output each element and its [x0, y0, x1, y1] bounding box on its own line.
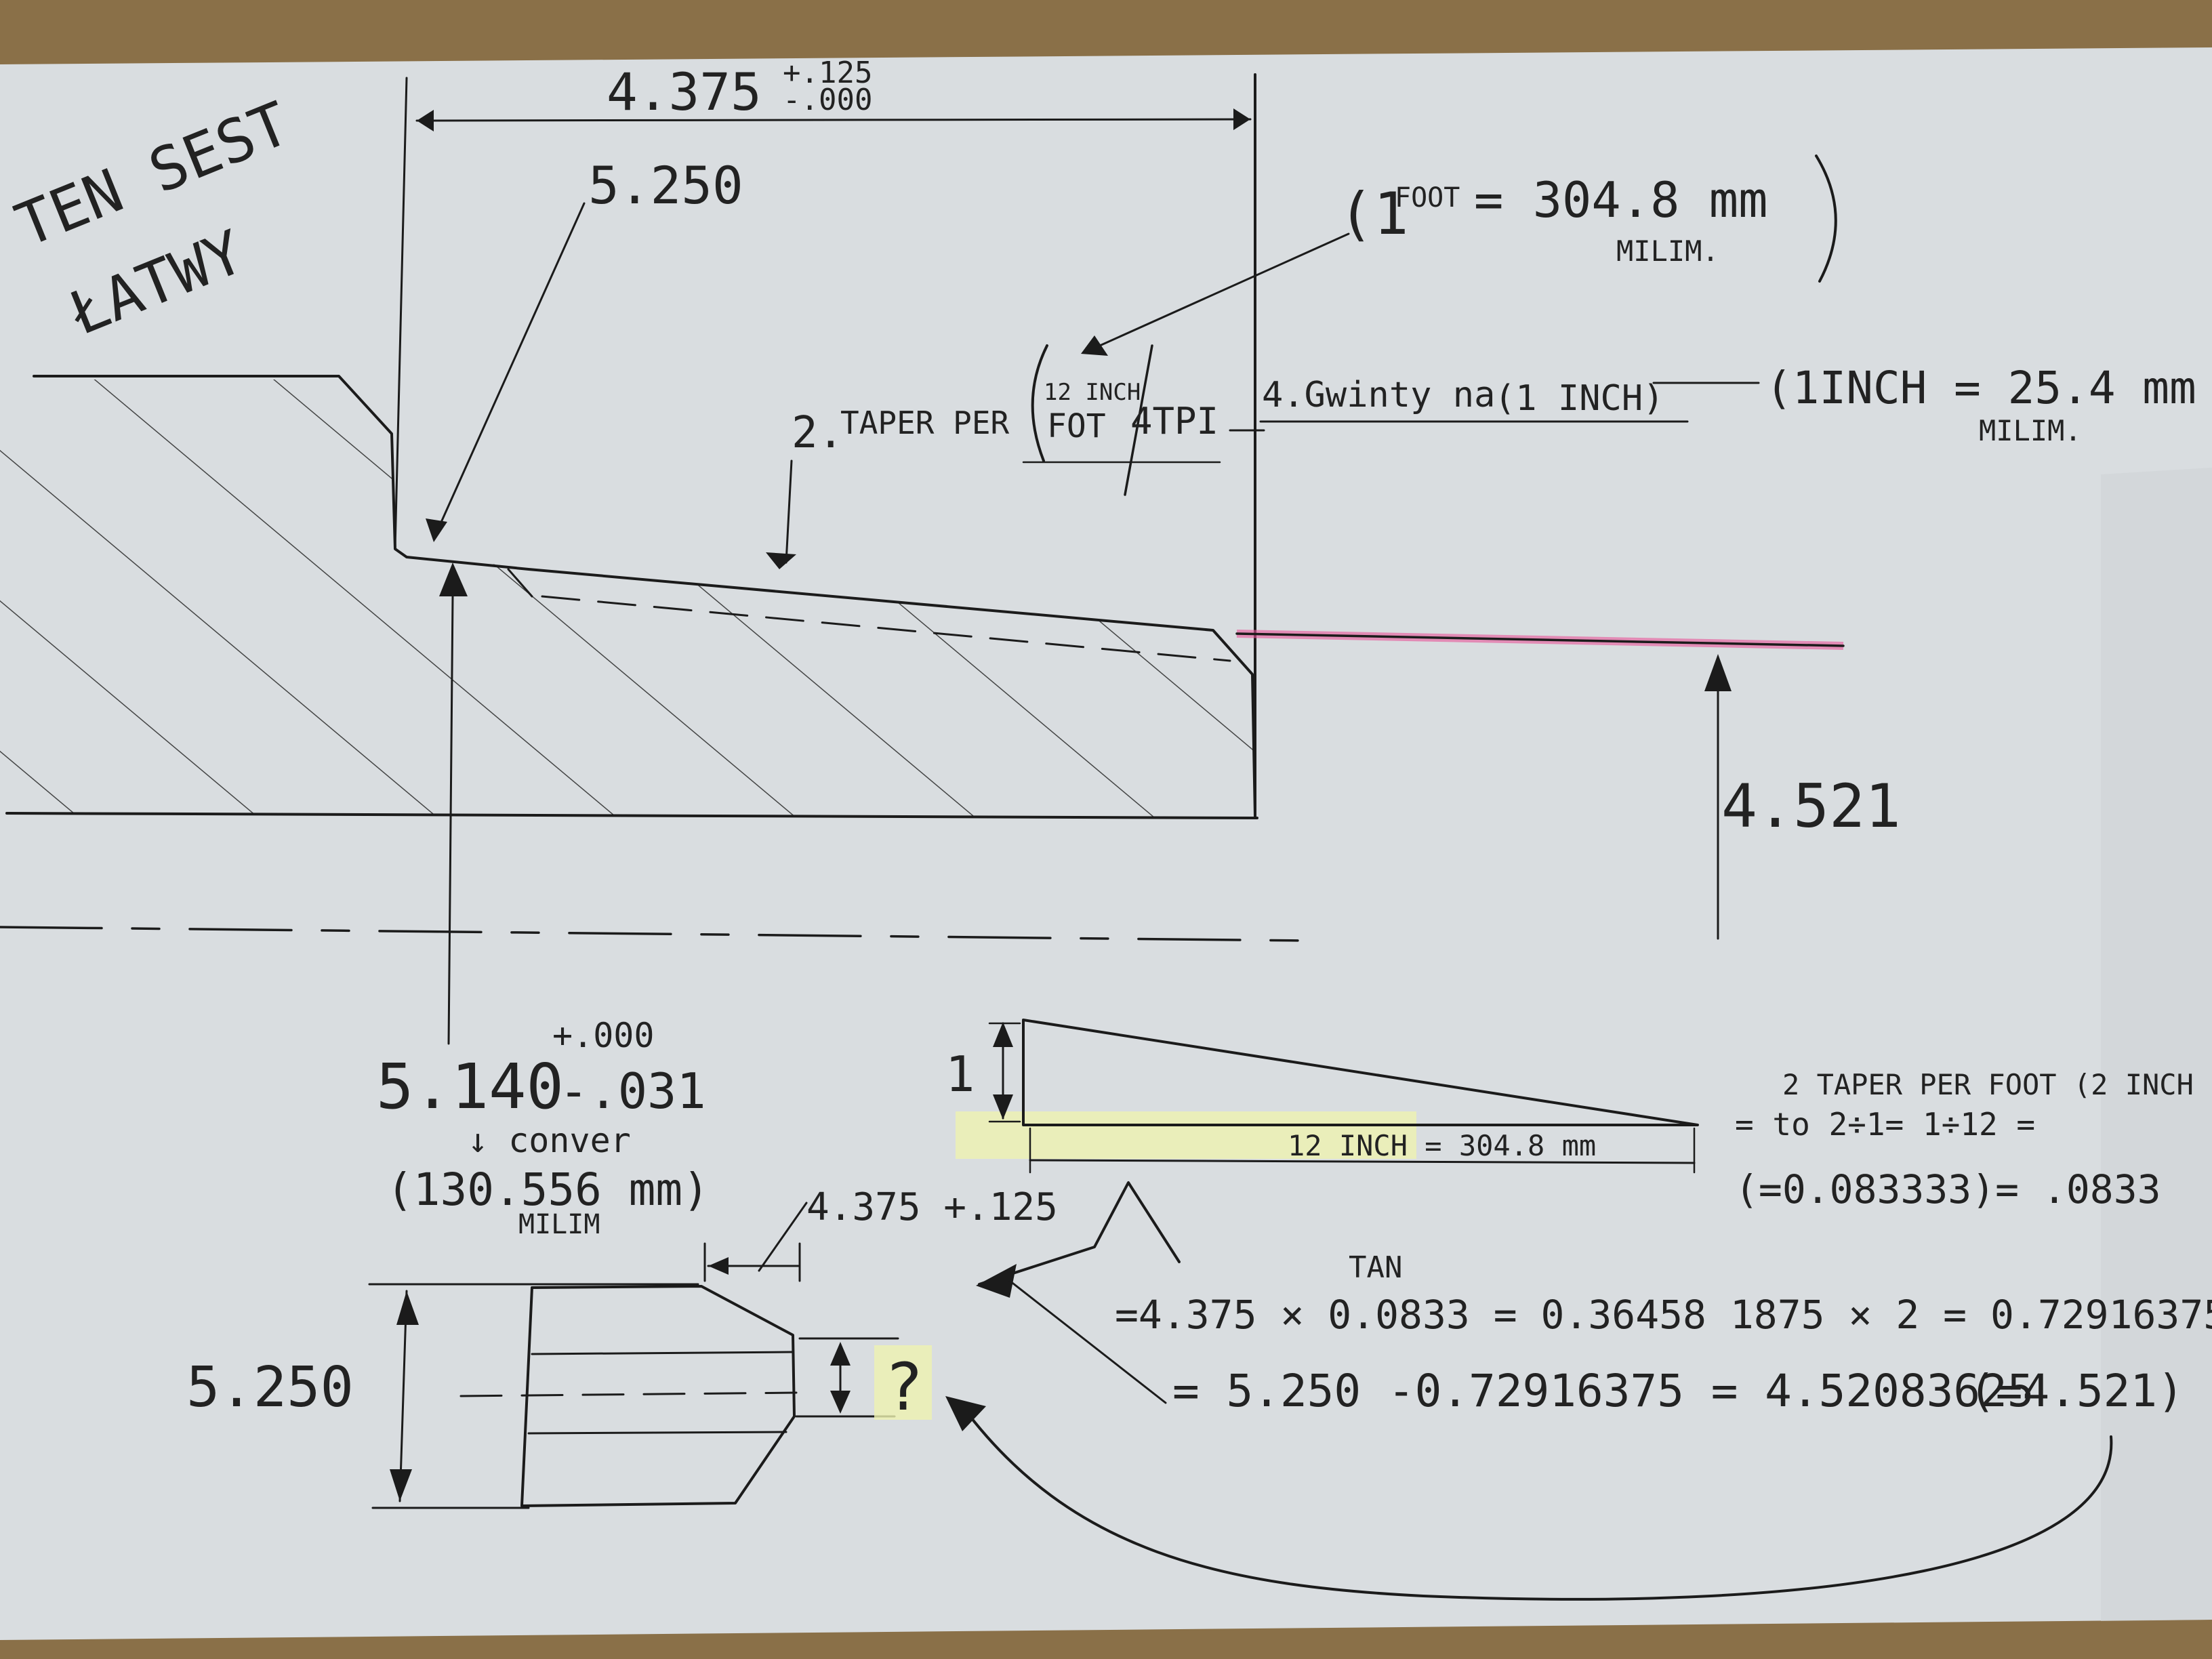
dim-line-top — [415, 118, 1252, 122]
inch12-label: 12 INCH — [1044, 379, 1141, 406]
top-tol-minus: -.000 — [783, 83, 872, 117]
leader-foot — [1086, 232, 1350, 352]
zigzag-arrow-2 — [1008, 1279, 1167, 1404]
conver-label: ↓ conver — [468, 1121, 631, 1160]
tol-plus-000: +.000 — [552, 1016, 655, 1055]
foot-close-paren — [1815, 155, 1837, 283]
inch-conv: (1INCH = 25.4 mm — [1765, 362, 2196, 414]
tol-minus-031: -.031 — [559, 1063, 706, 1120]
triangle-base-label: 12 INCH = 304.8 mm — [1288, 1129, 1596, 1162]
calc-line1b: = to 2÷1= 1÷12 = — [1735, 1106, 2035, 1143]
hatched-section — [0, 380, 1255, 817]
chamfer-left — [507, 568, 533, 598]
taper-triangle — [1022, 1019, 1699, 1126]
slash-fraction — [1124, 344, 1153, 496]
paper-sheet — [0, 47, 2212, 1640]
arrow-rise-top — [993, 1022, 1013, 1047]
pink-line-core — [1235, 632, 1845, 647]
question-highlight — [874, 1345, 932, 1420]
mm-milim: MILIM — [518, 1209, 600, 1240]
dim-4521: 4.521 — [1721, 771, 1901, 841]
taper-prefix: 2. — [792, 408, 844, 458]
leader-small-dim — [758, 1202, 808, 1272]
tan-label: TAN — [1349, 1250, 1402, 1285]
center-line — [0, 926, 1306, 942]
part-outline — [33, 375, 1256, 818]
ext-line-left — [394, 77, 408, 550]
small-part-sketch — [368, 1242, 899, 1509]
left-5250: 5.250 — [186, 1355, 354, 1420]
zigzag-arrow — [978, 1181, 1181, 1286]
zigzag-arrowhead — [976, 1264, 1017, 1298]
arrow-5250 — [426, 518, 447, 542]
taper-open-paren — [1031, 344, 1048, 462]
leader-5140 — [447, 595, 454, 1045]
leader-5250 — [432, 202, 586, 540]
top-tol-plus: +.125 — [783, 56, 872, 90]
arrow-taper — [766, 552, 796, 569]
inch-milim: MILIM. — [1979, 414, 2082, 447]
one-inch-label: (1 INCH) — [1494, 378, 1664, 419]
arrow-top-right — [1233, 108, 1250, 130]
fot-label: FOT — [1047, 407, 1106, 445]
foot-open: (1 — [1338, 180, 1409, 248]
curved-arrowhead — [945, 1396, 986, 1431]
taper-text: TAPER PER — [840, 405, 1010, 441]
foot-label: FOOT — [1395, 182, 1460, 213]
calc-line2: =4.375 × 0.0833 = 0.36458 1875 × 2 = 0.7… — [1115, 1292, 2212, 1338]
dim-5140: 5.140 — [376, 1050, 564, 1123]
dia-5250-label: 5.250 — [588, 155, 743, 216]
mm-value: (130.556 mm) — [386, 1164, 710, 1216]
calc-line3: = 5.250 -0.72916375 = 4.52083625 — [1172, 1365, 2034, 1417]
top-dim: 4.375 — [607, 62, 762, 122]
foot-milim: MILIM. — [1616, 234, 1719, 268]
tpi-label: 4TPI — [1130, 400, 1218, 443]
question-mark: ? — [884, 1349, 924, 1425]
small-dim: 4.375 +.125 — [806, 1185, 1058, 1229]
triangle-base-dim — [1029, 1159, 1696, 1164]
arrow-top-left — [417, 110, 434, 131]
part-bottom-line — [5, 812, 1258, 819]
calc-line1a: 2 TAPER PER FOOT (2 INCH — [1782, 1068, 2194, 1101]
triangle-rise-label: 1 — [945, 1046, 975, 1103]
thread-root-dashed — [541, 595, 1231, 662]
leader-taper — [785, 459, 793, 564]
arrow-4521 — [1704, 654, 1732, 691]
paper-shadow — [2101, 468, 2212, 1621]
arrow-rise-bottom — [993, 1094, 1013, 1120]
arrow-foot — [1081, 335, 1108, 356]
gwinty-label: 4.Gwinty na — [1262, 375, 1495, 415]
curved-arrow — [961, 1405, 2113, 1601]
calc-line1c: (=0.083333)= .0833 — [1735, 1166, 2161, 1212]
triangle-highlight — [956, 1111, 1416, 1159]
arrow-5140 — [439, 562, 468, 596]
calc-line3b: (=4.521) — [1969, 1365, 2184, 1417]
foot-value: = 304.8 mm — [1474, 171, 1767, 228]
